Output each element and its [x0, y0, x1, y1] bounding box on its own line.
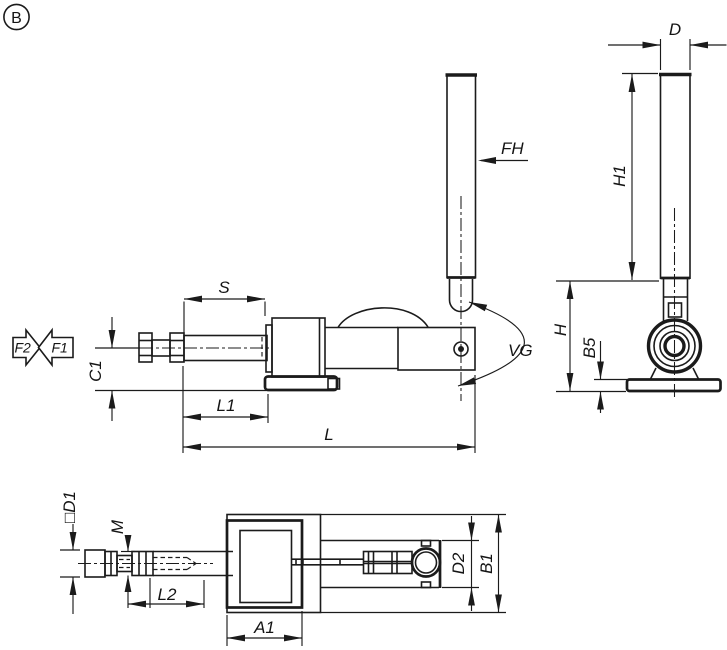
- d1-arrow-upper: [69, 532, 77, 550]
- l-arrow-left: [183, 443, 201, 451]
- bottom-flange-outline: [226, 513, 322, 614]
- view-badge-circle: [3, 3, 30, 31]
- s-arrow-right: [247, 295, 265, 303]
- force-arrow-f1: [37, 327, 74, 368]
- dim-label-f1: F1: [52, 340, 68, 356]
- h1-arrow-top: [628, 74, 636, 92]
- side-view-dimensions: D H1 H B5: [551, 20, 727, 413]
- c1-arrow-upper: [108, 330, 116, 348]
- bearing-inner-ring: [659, 330, 690, 362]
- s-arrow-left: [184, 295, 202, 303]
- base-flange: [263, 375, 339, 392]
- cam-hump: [337, 307, 429, 328]
- side-view: [625, 72, 722, 400]
- bottom-spindle-tip-upper: [186, 557, 197, 564]
- bottom-view-dimensions: □D1 M L2 A1 D2 B1: [60, 491, 506, 646]
- fh-arrowhead: [478, 157, 496, 164]
- m-arrow-upper: [124, 535, 132, 552]
- l2-arrow-left: [128, 600, 146, 608]
- dim-label-d1: □D1: [60, 491, 79, 523]
- dim-label-s: S: [218, 278, 230, 297]
- b5-arrow-upper: [597, 361, 604, 380]
- dim-label-h: H: [551, 323, 570, 336]
- side-base-plate: [625, 378, 722, 393]
- bottom-slot-notch-top: [420, 539, 432, 547]
- dim-label-vg: VG: [508, 341, 533, 360]
- d-arrow-right: [690, 41, 708, 49]
- d2-arrow-bottom: [468, 587, 475, 606]
- b1-arrow-bottom: [495, 594, 502, 613]
- b1-arrow-top: [495, 514, 502, 533]
- dim-label-f2: F2: [15, 340, 32, 356]
- l1-arrow-right: [250, 413, 268, 421]
- link-fork: [362, 550, 413, 575]
- h-arrow-top: [566, 281, 574, 299]
- bottom-view: [78, 513, 442, 614]
- l1-arrow-left: [183, 413, 201, 421]
- dim-label-b5: B5: [580, 337, 599, 358]
- bottom-handle-boss-inner: [414, 551, 438, 574]
- bottom-spindle-tip-lower: [186, 563, 197, 570]
- h1-arrow-bottom: [628, 262, 636, 280]
- bearing-support-left: [649, 367, 657, 380]
- a1-arrow-left: [227, 634, 245, 642]
- c1-arrow-lower: [108, 390, 116, 409]
- front-view-dimensions: S C1 L1 L FH VG F2 F1: [12, 139, 533, 453]
- bottom-handle-boss: [410, 547, 442, 578]
- bottom-guide-insert: [239, 529, 293, 604]
- head-block: [397, 326, 476, 371]
- vg-arrow-upper: [469, 302, 488, 312]
- guide-body: [271, 317, 326, 378]
- front-view: [96, 73, 477, 401]
- h-arrow-bottom: [566, 373, 574, 391]
- dim-label-b1: B1: [477, 553, 496, 574]
- d2-arrow-top: [468, 522, 475, 541]
- bearing-support-right: [692, 367, 700, 380]
- dim-label-m: M: [108, 519, 127, 534]
- dim-label-fh: FH: [501, 139, 524, 158]
- bottom-slot-notch-bottom: [420, 581, 432, 589]
- force-arrow-f2: [12, 327, 42, 368]
- d-arrow-left: [642, 41, 661, 49]
- dim-label-d2: D2: [449, 552, 468, 574]
- view-badge-label: B: [11, 10, 22, 27]
- pivot-pin-center: [458, 346, 464, 352]
- m-arrow-lower: [124, 575, 132, 592]
- dim-label-c1: C1: [86, 360, 105, 382]
- a1-arrow-right: [284, 634, 302, 642]
- l-arrow-right: [457, 443, 475, 451]
- dim-label-l1: L1: [217, 396, 236, 415]
- dim-label-a1: A1: [253, 618, 275, 637]
- l2-arrow-right: [186, 600, 204, 608]
- b5-arrow-lower: [597, 391, 604, 410]
- d1-arrow-lower: [69, 577, 77, 595]
- flange-slot: [327, 377, 341, 390]
- dim-label-d: D: [669, 20, 681, 39]
- vg-arc: [457, 301, 525, 387]
- dim-label-l: L: [324, 425, 333, 444]
- view-badge: B: [3, 3, 30, 31]
- dim-label-h1: H1: [610, 165, 629, 187]
- dim-label-l2: L2: [158, 585, 177, 604]
- vg-arrow-lower: [458, 377, 477, 386]
